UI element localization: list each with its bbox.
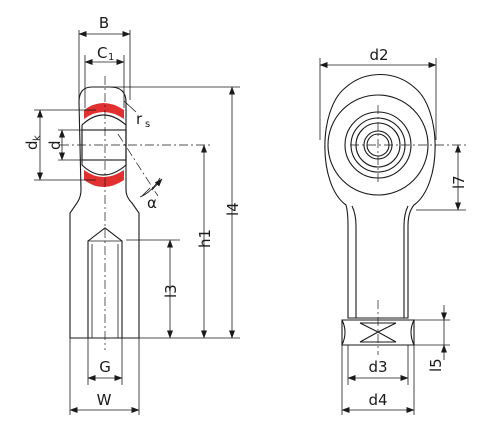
liner-bottom — [84, 170, 124, 187]
label-h1: h1 — [196, 229, 214, 248]
side-section-view: B C 1 r s d k d α l4 h — [23, 14, 242, 415]
label-l5: l5 — [427, 358, 445, 372]
eye-outer-ring — [327, 94, 429, 196]
label-alpha: α — [147, 194, 157, 212]
label-C1: C — [97, 44, 107, 62]
label-dk: d — [23, 140, 41, 150]
spherical-ball — [81, 114, 127, 176]
label-d3: d3 — [368, 358, 387, 376]
label-l4: l4 — [224, 202, 242, 216]
label-G: G — [99, 358, 111, 376]
front-view: d2 l7 d3 d4 l5 — [319, 46, 468, 415]
liner-top — [84, 103, 124, 119]
label-l3: l3 — [162, 284, 180, 298]
label-l7: l7 — [450, 175, 468, 189]
label-rs-sub: s — [145, 119, 150, 130]
label-B: B — [99, 14, 109, 32]
threaded-bore — [87, 227, 123, 339]
label-d: d — [46, 140, 64, 150]
label-W: W — [97, 391, 112, 409]
label-d2: d2 — [369, 46, 388, 64]
housing-section — [69, 86, 140, 339]
label-rs: r — [136, 110, 143, 128]
rod-end-outline — [324, 73, 436, 319]
label-C1-sub: 1 — [108, 52, 114, 63]
label-d4: d4 — [368, 391, 387, 409]
label-dk-sub: k — [32, 135, 43, 141]
